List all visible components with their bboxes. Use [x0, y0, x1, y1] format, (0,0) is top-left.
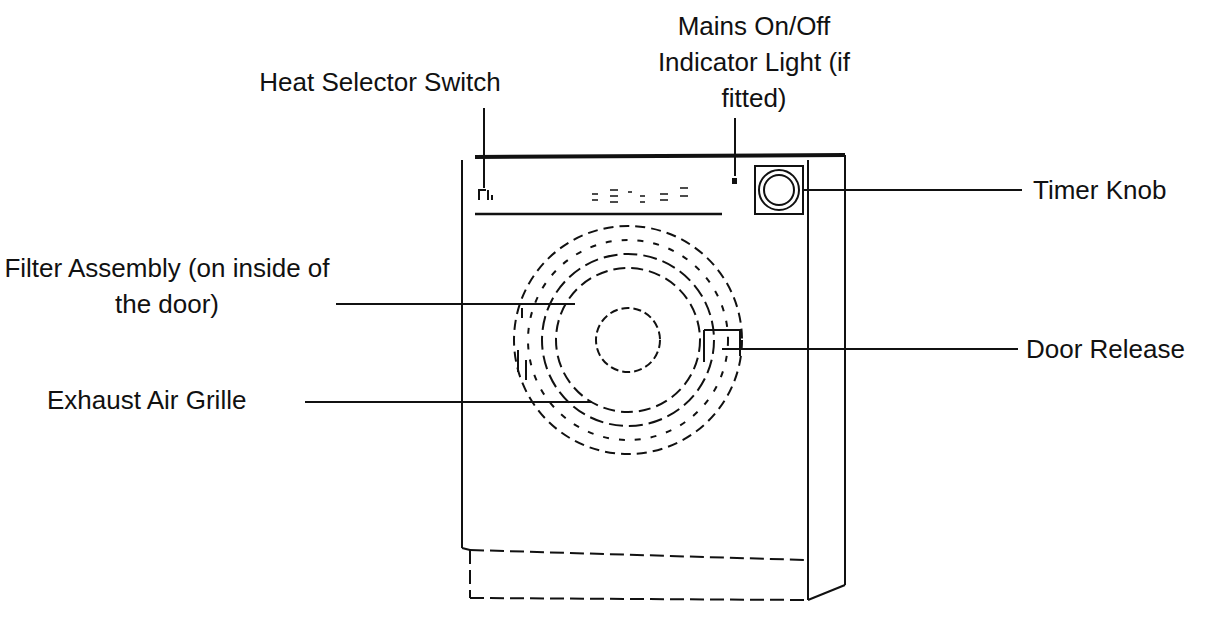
part-label: Heat Selector Switch	[230, 64, 530, 100]
timer-knob	[755, 166, 803, 214]
part-label: Filter Assembly (on inside of the door)	[4, 250, 330, 322]
door	[514, 226, 742, 454]
part-label: Exhaust Air Grille	[47, 382, 246, 418]
heat-selector-switch	[479, 190, 492, 200]
part-label: Timer Knob	[1033, 172, 1166, 208]
door-release	[704, 330, 740, 362]
part-label: Mains On/Off Indicator Light (if fitted)	[654, 8, 854, 116]
indicator-light	[732, 178, 737, 184]
panel-markings	[592, 188, 688, 202]
part-label: Door Release	[1026, 331, 1185, 367]
dryer-body	[462, 155, 845, 600]
leader-line	[305, 108, 1022, 402]
